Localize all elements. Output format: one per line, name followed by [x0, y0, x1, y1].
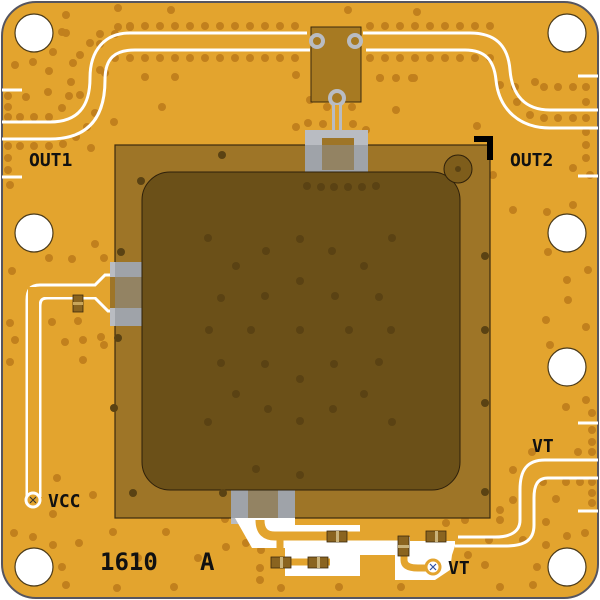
mounting-hole [14, 547, 54, 587]
mounting-hole [547, 13, 587, 53]
mounting-hole [14, 213, 54, 253]
die-vias [110, 151, 489, 497]
vcc-test-point[interactable] [24, 491, 42, 509]
label-revision: A [200, 548, 215, 576]
smd-capacitor [270, 556, 292, 569]
smd-capacitor [397, 535, 410, 557]
rf-trace-out1 [2, 31, 310, 141]
label-out1: OUT1 [29, 150, 72, 171]
label-out2: OUT2 [510, 150, 553, 171]
mounting-hole [547, 547, 587, 587]
mounting-hole [547, 213, 587, 253]
mounting-hole [547, 347, 587, 387]
top-coupler-chip [309, 26, 363, 138]
pad-top [305, 130, 368, 178]
smd-capacitor [326, 530, 348, 543]
vt-test-point[interactable] [424, 558, 442, 576]
smd-capacitor [425, 530, 447, 543]
smd-components [72, 294, 447, 569]
mounting-hole [14, 13, 54, 53]
corner-mark [474, 136, 493, 160]
smd-capacitor [72, 294, 84, 313]
label-vt-bottom: VT [448, 558, 470, 579]
rf-trace-vt [455, 458, 598, 548]
label-part-number: 1610 [100, 548, 158, 576]
smd-capacitor [307, 556, 329, 569]
mounting-holes [14, 13, 587, 587]
rf-trace-out2 [363, 31, 598, 130]
label-vt-top: VT [532, 436, 554, 457]
label-vcc: VCC [48, 491, 81, 512]
edge-markers [2, 74, 598, 513]
